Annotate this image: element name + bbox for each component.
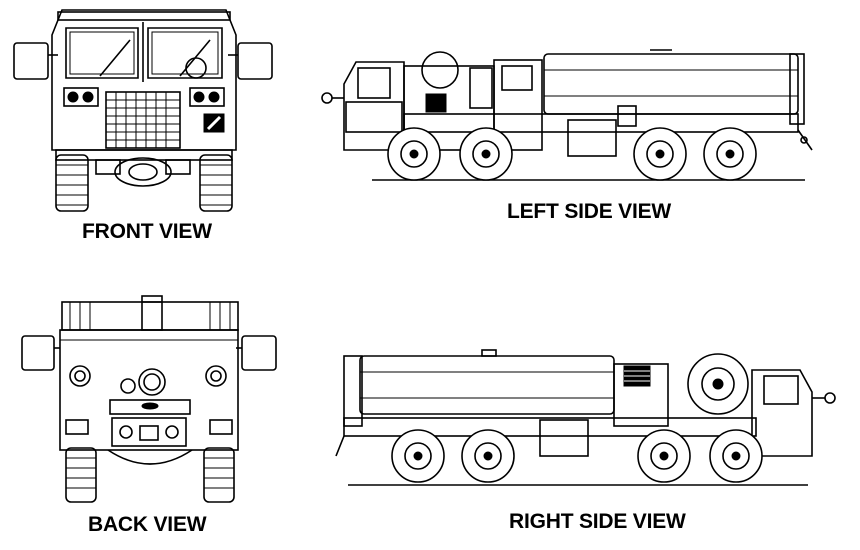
left-side-view-drawing (321, 49, 813, 181)
left-side-view-caption: LEFT SIDE VIEW (507, 200, 672, 223)
front-view-drawing (13, 9, 273, 212)
back-view-caption: BACK VIEW (88, 513, 207, 536)
right-side-view-drawing (335, 349, 836, 486)
back-view-drawing (21, 295, 277, 503)
right-side-view-caption: RIGHT SIDE VIEW (509, 510, 686, 533)
front-view-caption: FRONT VIEW (82, 220, 212, 243)
